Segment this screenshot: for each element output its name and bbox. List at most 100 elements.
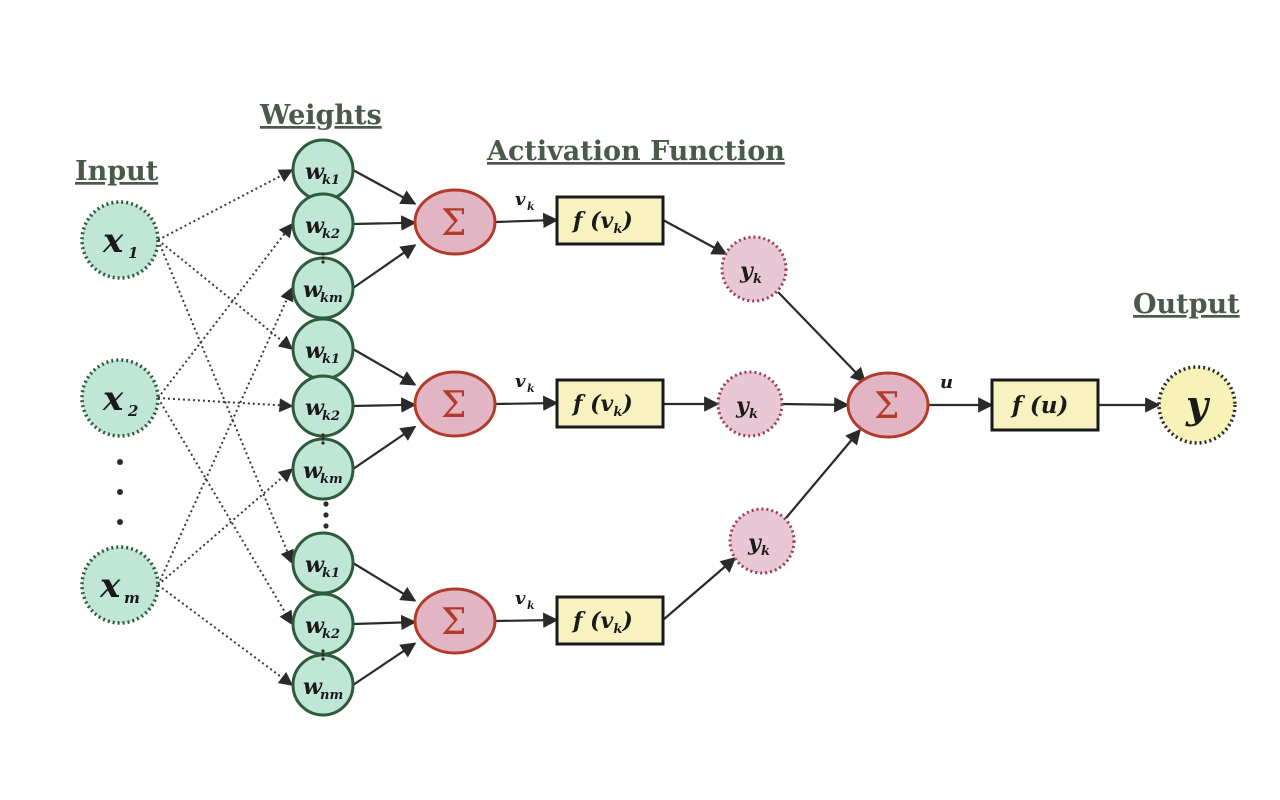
weight-to-sum-wire <box>352 215 417 231</box>
svg-text:k: k <box>749 407 758 422</box>
weight-node-g3-2: w k2 <box>291 592 355 656</box>
input-to-weight-wire <box>157 169 294 241</box>
svg-text:f (u): f (u) <box>1010 392 1068 419</box>
sum-to-activation-wire <box>494 395 559 411</box>
svg-text:m: m <box>124 589 140 607</box>
svg-text:w: w <box>305 213 325 239</box>
svg-text:k1: k1 <box>322 566 340 581</box>
input-to-weight-wire <box>157 286 294 586</box>
v-label-1: v k <box>515 189 535 213</box>
svg-text:x: x <box>99 566 121 606</box>
yk-to-output-sum-wire <box>781 397 850 413</box>
sum-node-3: Σ <box>413 587 497 655</box>
svg-text:nm: nm <box>320 688 343 703</box>
input-node-xm: x m <box>80 545 160 625</box>
weights-heading: Weights <box>259 100 382 131</box>
svg-text:y: y <box>1185 382 1211 427</box>
activation-box-3: f (vk) <box>555 595 665 646</box>
svg-text:k: k <box>527 382 535 395</box>
activation-heading: Activation Function <box>486 136 785 167</box>
svg-text:k1: k1 <box>322 352 340 367</box>
weight-to-sum-wire <box>352 244 417 289</box>
yk-to-output-sum-wire <box>777 291 867 384</box>
svg-text:Σ: Σ <box>441 203 466 244</box>
svg-text:k: k <box>527 599 535 612</box>
svg-text:w: w <box>303 458 323 484</box>
activation-box-1: f (vk) <box>555 195 665 246</box>
weight-to-sum-wire <box>352 425 417 470</box>
weight-ellipsis-g1 <box>321 252 325 264</box>
svg-text:w: w <box>303 277 323 303</box>
svg-text:x: x <box>102 221 124 261</box>
weight-to-sum-wire <box>352 397 417 413</box>
output-node-y: y <box>1157 365 1237 445</box>
weight-node-g2-2: w k2 <box>291 374 355 438</box>
svg-text:w: w <box>305 613 325 639</box>
svg-text:Σ: Σ <box>441 385 466 426</box>
weight-node-g1-1: w k1 <box>291 138 355 202</box>
svg-text:x: x <box>102 379 124 419</box>
yk-node-1: y k <box>720 235 788 303</box>
input-to-weight-wire <box>157 397 293 626</box>
weight-to-sum-wire <box>352 169 417 205</box>
activation-to-yk-wire <box>662 219 728 255</box>
input-ellipsis <box>117 459 123 525</box>
weight-ellipsis-g3 <box>321 649 325 661</box>
svg-text:w: w <box>305 552 325 578</box>
signal-connections <box>352 169 1161 686</box>
svg-text:w: w <box>305 159 325 185</box>
svg-text:k: k <box>527 200 535 213</box>
svg-text:w: w <box>303 674 323 700</box>
weight-to-sum-wire <box>352 562 417 602</box>
weight-node-g1-3: w km <box>291 256 355 320</box>
output-sum-node: Σ <box>846 371 930 439</box>
v-label-2: v k <box>515 371 535 395</box>
sum-node-1: Σ <box>413 188 497 256</box>
final-activation-box: f (u) <box>990 378 1100 432</box>
input-to-weight-wire <box>157 584 294 686</box>
svg-text:v: v <box>515 588 526 609</box>
svg-text:Σ: Σ <box>874 386 899 427</box>
input-node-x1: x 1 <box>80 200 160 280</box>
v-label-3: v k <box>515 588 535 612</box>
svg-text:v: v <box>515 371 526 392</box>
weight-node-g2-3: w km <box>291 437 355 501</box>
svg-text:k2: k2 <box>322 409 340 424</box>
input-to-weight-wire <box>157 222 293 399</box>
input-to-weight-wire <box>157 468 294 586</box>
weight-node-g1-2: w k2 <box>291 192 355 256</box>
svg-text:f (vk): f (vk) <box>571 391 633 420</box>
svg-text:k2: k2 <box>322 227 340 242</box>
weight-to-sum-wire <box>352 348 417 386</box>
output-heading: Output <box>1133 289 1240 320</box>
input-node-x2: x 2 <box>80 358 160 438</box>
svg-text:km: km <box>320 291 343 306</box>
activation-box-2: f (vk) <box>555 378 665 429</box>
svg-text:y: y <box>735 393 751 419</box>
group-ellipsis <box>323 501 329 529</box>
yk-node-2: y k <box>716 370 784 438</box>
activation-to-yk-wire <box>662 556 737 621</box>
input-to-weight-wire <box>157 397 294 413</box>
svg-text:k1: k1 <box>322 173 340 188</box>
svg-text:w: w <box>305 338 325 364</box>
yk-node-3: y k <box>728 507 796 575</box>
svg-text:f (vk): f (vk) <box>571 208 633 237</box>
svg-text:1: 1 <box>128 244 138 262</box>
svg-text:y: y <box>747 530 763 556</box>
svg-text:k2: k2 <box>322 627 340 642</box>
svg-text:f (vk): f (vk) <box>571 608 633 637</box>
input-heading: Input <box>75 156 159 187</box>
weight-node-g2-1: w k1 <box>291 317 355 381</box>
svg-text:k: k <box>753 272 762 287</box>
svg-text:v: v <box>515 189 526 210</box>
svg-text:Σ: Σ <box>441 602 466 643</box>
input-to-weight-wire <box>157 239 294 565</box>
input-to-weight-wire <box>157 239 294 350</box>
weight-node-g3-3: w nm <box>291 653 355 717</box>
svg-text:km: km <box>320 472 343 487</box>
yk-to-output-sum-wire <box>785 428 861 519</box>
input-weight-connections <box>157 169 294 686</box>
svg-text:w: w <box>305 395 325 421</box>
weight-to-sum-wire <box>352 614 417 631</box>
